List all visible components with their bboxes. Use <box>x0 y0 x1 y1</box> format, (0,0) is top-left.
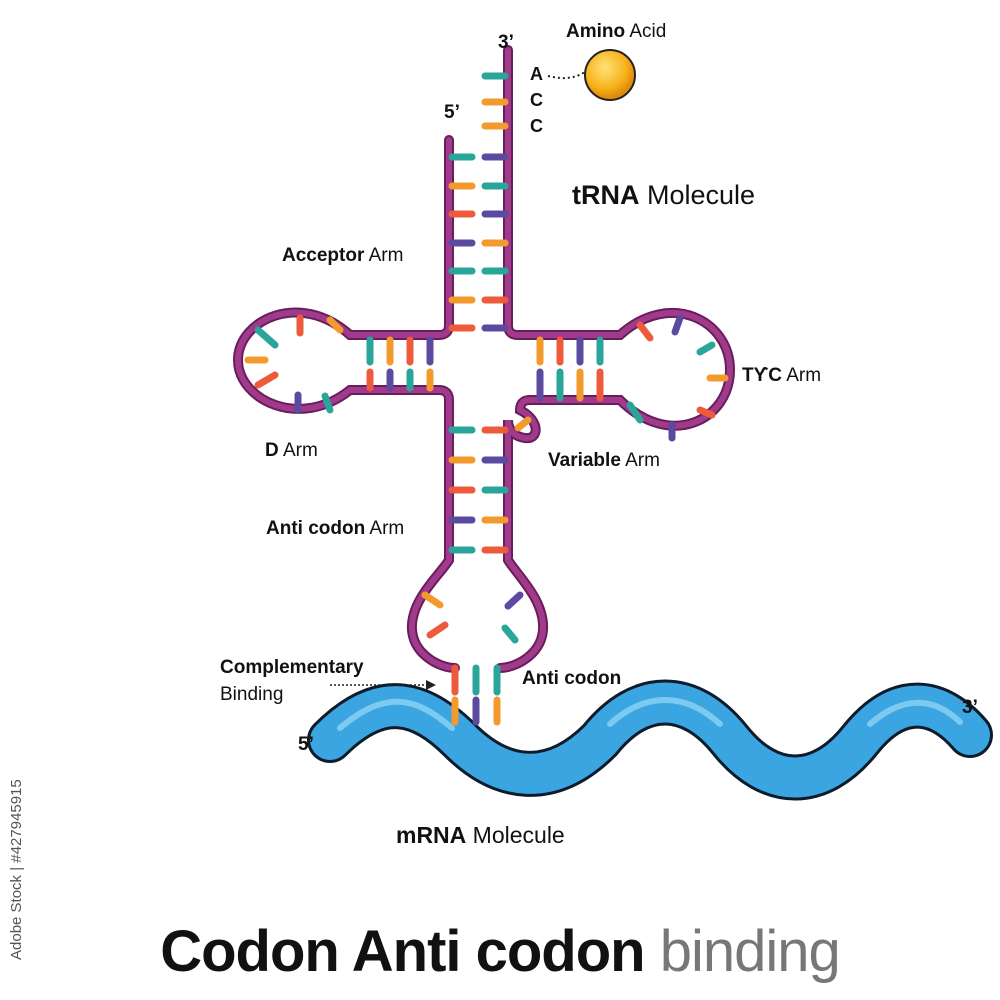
trna-backbone <box>232 45 736 673</box>
amino-acid-ball <box>584 49 636 101</box>
base-pair <box>254 371 279 389</box>
base-pair <box>321 392 334 414</box>
mrna-molecule-label: mRNA Molecule <box>396 822 565 848</box>
mrna-strand <box>307 679 993 801</box>
base-pair <box>254 326 279 349</box>
d-arm-label: D Arm <box>265 440 318 461</box>
nucleotide-a: A <box>530 64 543 84</box>
anticodon-arm-label: Anti codon Arm <box>266 518 405 539</box>
base-pair <box>636 321 654 342</box>
amino-acid-label: Amino Acid <box>566 21 667 42</box>
trna-3prime-label: 3’ <box>498 32 514 53</box>
mrna-3prime-label: 3’ <box>962 697 978 718</box>
nucleotide-c1: C <box>530 90 543 110</box>
acceptor-arm-label: Acceptor Arm <box>282 245 404 266</box>
mrna-5prime-label: 5’ <box>298 734 314 755</box>
amino-acid-link <box>547 71 586 80</box>
stock-watermark: Adobe Stock | #427945915 <box>8 779 25 960</box>
base-pair <box>421 591 444 609</box>
page-title: Codon Anti codon binding <box>160 919 841 984</box>
base-pair <box>501 624 519 644</box>
complementary-arrow <box>330 680 436 690</box>
base-pair <box>426 621 449 639</box>
anticodon-label: Anti codon <box>522 668 622 689</box>
base-pair <box>504 591 524 610</box>
base-pair <box>696 341 716 356</box>
base-pair <box>626 401 644 424</box>
base-pair <box>326 316 344 334</box>
trna-molecule-label: tRNA Molecule <box>572 180 756 210</box>
base-pair <box>696 406 716 419</box>
nucleotide-c2: C <box>530 116 543 136</box>
base-pair <box>514 416 532 432</box>
trna-5prime-label: 5’ <box>444 102 460 123</box>
base-pair <box>671 314 684 336</box>
tyc-arm-label: TϒC Arm <box>742 365 822 386</box>
base-pairs <box>244 72 729 726</box>
variable-arm-label: Variable Arm <box>548 450 660 471</box>
